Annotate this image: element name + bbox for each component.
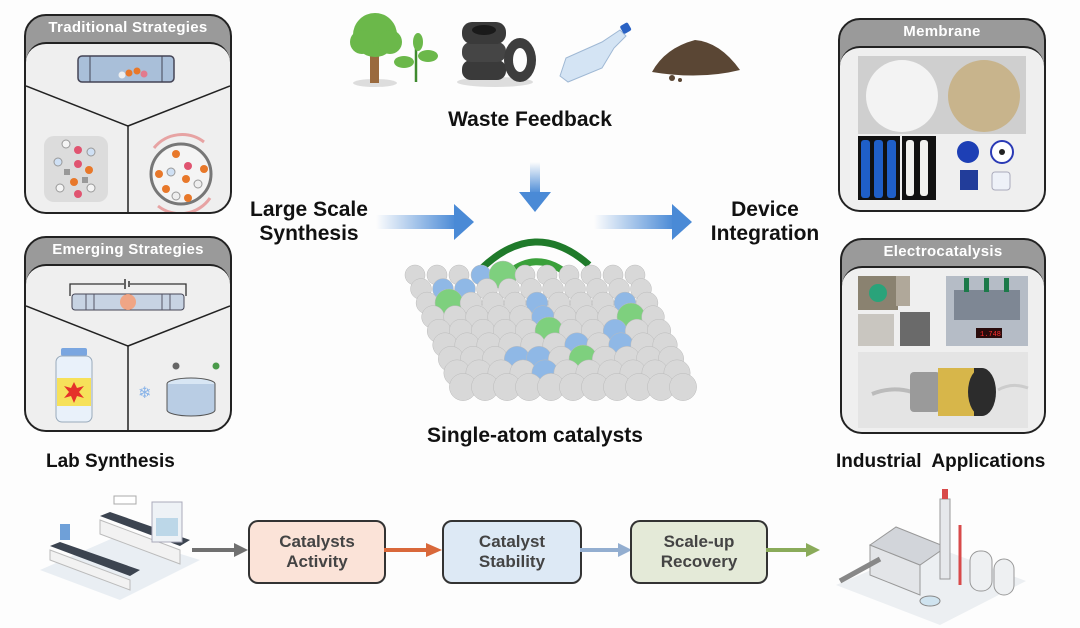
reaction-bottle-icon xyxy=(55,348,93,423)
emerging-strategies-illustration: ❄ xyxy=(26,279,230,430)
membrane-panel: Membrane xyxy=(838,18,1046,212)
flow-cell-setup-icon: 1.748 xyxy=(946,276,1028,346)
panel-title: Electrocatalysis xyxy=(883,243,1003,260)
panel-title: Traditional Strategies xyxy=(48,19,208,36)
flow-arrow-gray xyxy=(192,543,248,557)
flow-arrow-blue xyxy=(580,543,632,557)
label-line: Device xyxy=(731,198,799,221)
electrolyzer-cell-icon xyxy=(858,276,930,346)
single-atom-catalyst-lattice xyxy=(404,238,697,401)
svg-text:❄: ❄ xyxy=(138,385,151,402)
large-scale-synthesis-label: Large Scale Synthesis xyxy=(244,198,374,246)
lab-synthesis-label: Lab Synthesis xyxy=(46,451,175,472)
label-line: Large Scale xyxy=(250,198,368,221)
laboratory-icon xyxy=(40,495,200,600)
flow-step-catalyst-stability: Catalyst Stability xyxy=(442,520,582,584)
tube-furnace-icon xyxy=(77,55,175,83)
device-integration-arrow xyxy=(594,204,692,240)
step-line: Activity xyxy=(286,552,348,571)
panel-title: Emerging Strategies xyxy=(52,241,204,258)
waste-feedback-arrow xyxy=(519,162,551,212)
traditional-strategies-panel: Traditional Strategies xyxy=(24,14,232,214)
flow-step-scale-up-recovery: Scale-up Recovery xyxy=(630,520,768,584)
single-atom-catalysts-title: Single-atom catalysts xyxy=(427,424,643,447)
membrane-illustration xyxy=(858,56,1026,200)
plastic-bottle-icon xyxy=(559,22,632,83)
freeze-dry-dish-icon: ❄ xyxy=(138,362,220,417)
panel-body: 1.748 xyxy=(842,266,1044,432)
industrial-applications-label: Industrial Applications xyxy=(836,451,1046,472)
flow-arrow-green xyxy=(766,543,820,557)
ball-mill-icon xyxy=(149,133,213,212)
waste-feedback-icons xyxy=(350,13,740,87)
membrane-cells-icon xyxy=(957,140,1014,191)
fuel-cell-cylinder-icon xyxy=(858,352,1029,428)
panel-title: Membrane xyxy=(903,23,981,40)
panel-body xyxy=(26,42,230,212)
device-integration-label: Device Integration xyxy=(700,198,830,246)
white-membrane-disc-icon xyxy=(866,60,938,132)
waste-feedback-label: Waste Feedback xyxy=(448,108,612,131)
panel-body: ❄ xyxy=(26,264,230,430)
step-line: Stability xyxy=(478,552,546,571)
electric-heating-tube-icon xyxy=(69,279,187,311)
step-line: Scale-up xyxy=(663,531,735,551)
panel-body xyxy=(840,46,1044,210)
step-line: Recovery xyxy=(660,552,738,571)
flow-step-catalysts-activity: Catalysts Activity xyxy=(248,520,386,584)
large-scale-synthesis-arrow xyxy=(376,204,474,240)
tires-icon xyxy=(457,22,536,87)
electrocatalysis-panel: Electrocatalysis 1.748 xyxy=(840,238,1046,434)
flow-arrow-orange xyxy=(384,543,442,557)
atom-lattice xyxy=(404,260,697,401)
step-line: Catalysts xyxy=(279,531,355,551)
electrocatalysis-illustration: 1.748 xyxy=(858,276,1029,428)
traditional-strategies-illustration xyxy=(26,55,230,212)
soil-icon xyxy=(652,40,740,82)
carbon-atom xyxy=(669,373,697,401)
factory-icon xyxy=(836,489,1026,625)
tree-and-sprout-icon xyxy=(350,13,438,87)
membrane-modules-icon xyxy=(858,136,936,200)
label-line: Synthesis xyxy=(259,222,359,246)
label-line: Integration xyxy=(710,222,820,246)
svg-text:1.748: 1.748 xyxy=(980,331,1001,339)
solution-container-icon xyxy=(44,136,108,202)
emerging-strategies-panel: Emerging Strategies xyxy=(24,236,232,432)
step-line: Catalyst xyxy=(478,531,546,551)
tan-membrane-disc-icon xyxy=(948,60,1020,132)
